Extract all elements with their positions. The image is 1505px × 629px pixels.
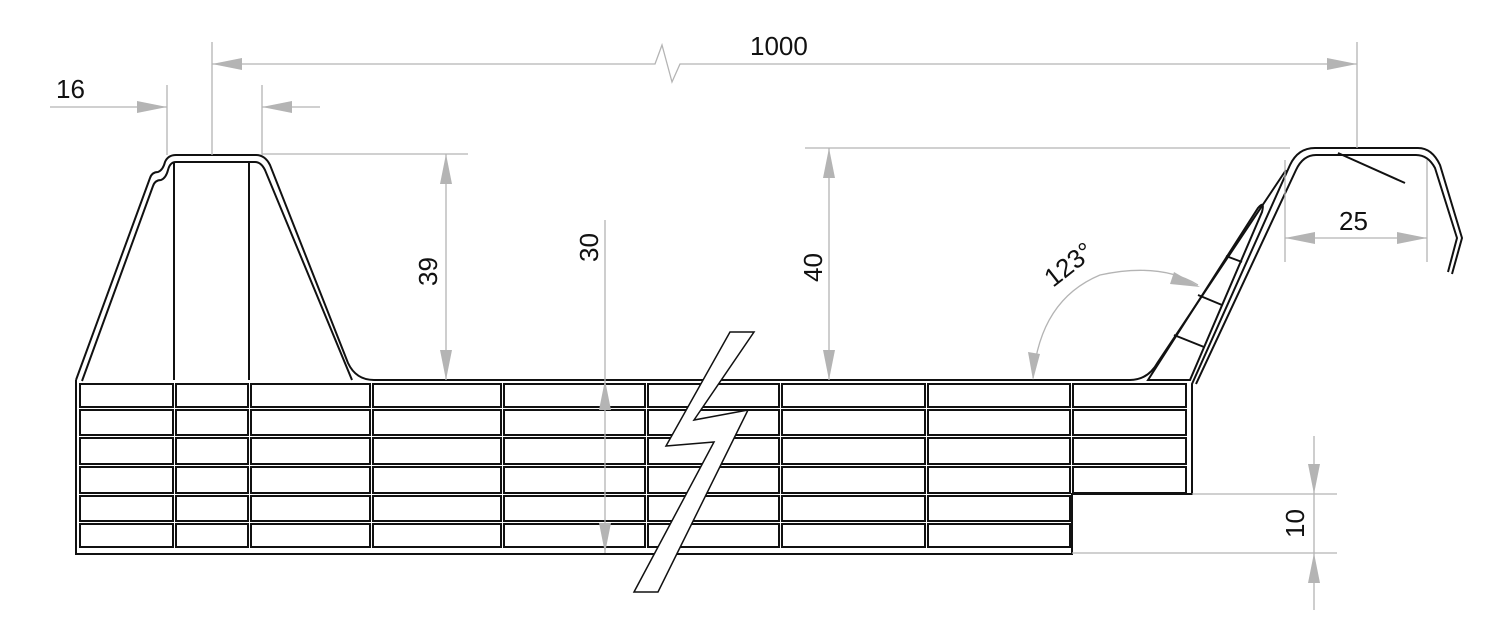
- panel-cell: [1072, 466, 1187, 494]
- panel-cell: [1072, 437, 1187, 465]
- side-chamber: [1146, 203, 1264, 381]
- panel-cell: [79, 523, 174, 548]
- dim-step-height: 10: [1280, 509, 1310, 538]
- panel-cell: [372, 437, 502, 465]
- dim-overall-width: 1000: [750, 31, 808, 61]
- panel-cell: [927, 523, 1071, 548]
- panel-cell: [1072, 409, 1187, 436]
- panel-cell: [250, 523, 371, 548]
- panel-cell: [175, 466, 249, 494]
- panel-cell: [250, 495, 371, 522]
- panel-cell: [250, 409, 371, 436]
- panel-cell: [372, 409, 502, 436]
- panel-cell: [927, 437, 1071, 465]
- dim-panel-thickness: 30: [574, 233, 604, 262]
- dimension-lines: [50, 42, 1428, 610]
- panel-cell: [781, 523, 926, 548]
- panel-outline-inner: [1195, 154, 1459, 385]
- side-rung: [1197, 294, 1223, 306]
- panel-cell: [175, 523, 249, 548]
- panel-cell: [372, 466, 502, 494]
- panel-cell: [79, 495, 174, 522]
- left-rib: [75, 154, 1287, 381]
- dim-side-angle: 123°: [1038, 236, 1099, 293]
- panel-cell: [503, 409, 646, 436]
- panel-cell: [927, 466, 1071, 494]
- panel-cell: [372, 383, 502, 408]
- panel-cell: [781, 495, 926, 522]
- panel-cell: [79, 466, 174, 494]
- panel-cell: [503, 495, 646, 522]
- dim-side-height: 40: [798, 253, 828, 282]
- panel-cell: [175, 409, 249, 436]
- side-rung: [1173, 334, 1205, 348]
- panel-cell: [175, 383, 249, 408]
- left-rib-inner: [81, 161, 353, 382]
- panel-cell: [927, 495, 1071, 522]
- panel-cell: [927, 409, 1071, 436]
- panel-cell: [927, 383, 1071, 408]
- panel-cell: [79, 409, 174, 436]
- panel-cell: [250, 466, 371, 494]
- panel-cell: [1072, 383, 1187, 408]
- panel-cell: [250, 437, 371, 465]
- panel-cell: [503, 383, 646, 408]
- panel-outline: [75, 147, 1464, 555]
- panel-cell: [79, 383, 174, 408]
- side-rung: [1225, 255, 1243, 263]
- panel-cell: [372, 523, 502, 548]
- panel-cell: [175, 495, 249, 522]
- panel-cell: [781, 466, 926, 494]
- panel-cell: [781, 383, 926, 408]
- panel-cell: [781, 437, 926, 465]
- break-symbol: [632, 331, 756, 593]
- panel-cell: [647, 523, 780, 548]
- panel-cell: [175, 437, 249, 465]
- panel-cell: [503, 523, 646, 548]
- panel-cell: [503, 466, 646, 494]
- panel-cell: [372, 495, 502, 522]
- dim-hook-width: 25: [1339, 206, 1368, 236]
- panel-cells: [79, 383, 1187, 548]
- hook-fin: [1337, 152, 1406, 184]
- panel-cell: [79, 437, 174, 465]
- panel-cell: [781, 409, 926, 436]
- dim-rib-top-width: 16: [56, 74, 85, 104]
- panel-cell: [647, 495, 780, 522]
- panel-cell: [250, 383, 371, 408]
- panel-cell: [503, 437, 646, 465]
- dim-rib-height: 39: [413, 257, 443, 286]
